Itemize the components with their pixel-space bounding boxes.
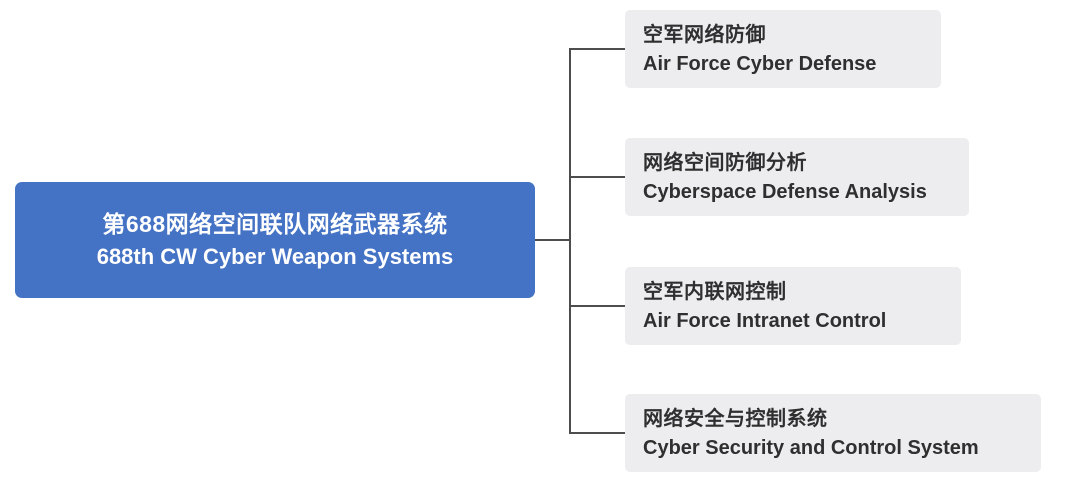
branch-connector-line-1 [571, 48, 625, 50]
branch-label-zh: 空军网络防御 [643, 23, 766, 46]
branch-label-en: Air Force Cyber Defense [643, 52, 877, 75]
branch-connector-line-4 [571, 432, 625, 434]
root-node: 第688网络空间联队网络武器系统 688th CW Cyber Weapon S… [15, 182, 535, 298]
branch-label-zh: 网络空间防御分析 [643, 151, 807, 174]
branch-node-cyber-security-and-control-system: 网络安全与控制系统 Cyber Security and Control Sys… [625, 394, 1041, 472]
root-connector-line [535, 239, 571, 241]
branch-node-air-force-cyber-defense: 空军网络防御 Air Force Cyber Defense [625, 10, 941, 88]
root-node-title-zh: 第688网络空间联队网络武器系统 [102, 211, 448, 238]
branch-node-air-force-intranet-control: 空军内联网控制 Air Force Intranet Control [625, 267, 961, 345]
branch-node-cyberspace-defense-analysis: 网络空间防御分析 Cyberspace Defense Analysis [625, 138, 969, 216]
trunk-line [569, 48, 571, 434]
branch-label-zh: 网络安全与控制系统 [643, 407, 828, 430]
branch-label-en: Cyberspace Defense Analysis [643, 180, 927, 203]
branch-connector-line-2 [571, 176, 625, 178]
branch-label-zh: 空军内联网控制 [643, 280, 787, 303]
branch-label-en: Cyber Security and Control System [643, 436, 979, 459]
root-node-title-en: 688th CW Cyber Weapon Systems [96, 243, 454, 269]
branch-label-en: Air Force Intranet Control [643, 309, 887, 332]
branch-connector-line-3 [571, 305, 625, 307]
